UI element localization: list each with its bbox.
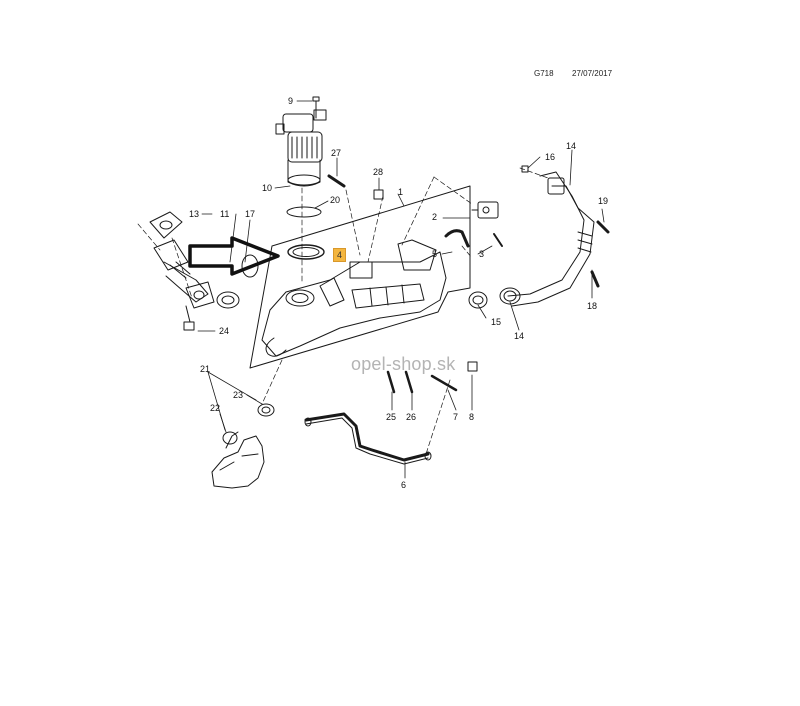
bolt-24 (183, 305, 195, 331)
callout-6: 6 (401, 480, 407, 490)
callout-25: 25 (386, 412, 397, 422)
hose-21 (211, 431, 265, 489)
callout-23: 23 (233, 390, 244, 400)
callout-5: 5 (432, 249, 438, 259)
callout-16: 16 (545, 152, 556, 162)
callout-1: 1 (398, 187, 404, 197)
callout-28: 28 (373, 167, 384, 177)
sensor-2 (471, 201, 499, 219)
ring-4 (287, 244, 325, 260)
diagram-code: G718 (534, 69, 554, 78)
callout-27: 27 (331, 148, 342, 158)
gasket-20 (286, 206, 322, 218)
tube-6 (304, 412, 430, 462)
callout-13: 13 (189, 209, 200, 219)
callout-20: 20 (330, 195, 341, 205)
pipe-14 (499, 171, 595, 307)
callout-2: 2 (432, 212, 438, 222)
callout-15: 15 (491, 317, 502, 327)
egr-valve (275, 109, 327, 187)
pipe-13 (149, 211, 215, 309)
callout-7: 7 (453, 412, 459, 422)
callout-21: 21 (200, 364, 211, 374)
callout-14-lower: 14 (514, 331, 525, 341)
callout-19: 19 (598, 196, 609, 206)
callout-9: 9 (288, 96, 294, 106)
callout-26: 26 (406, 412, 417, 422)
shop-watermark: opel-shop.sk (351, 354, 456, 374)
egr-cooler (261, 239, 447, 357)
callout-8: 8 (469, 412, 475, 422)
callout-18: 18 (587, 301, 598, 311)
pointer-arrow (188, 236, 280, 276)
diagram-date: 27/07/2017 (572, 69, 613, 78)
screw-9 (312, 96, 320, 119)
callout-3: 3 (479, 249, 485, 259)
callout-17: 17 (245, 209, 256, 219)
callout-11: 11 (220, 209, 230, 219)
callout-10: 10 (262, 183, 273, 193)
callout-22: 22 (210, 403, 221, 413)
hose-5 (444, 229, 470, 248)
callout-4-highlighted[interactable]: 4 (333, 248, 347, 262)
callout-24: 24 (219, 326, 230, 336)
assembly-boundary (249, 185, 471, 369)
callout-14-upper: 14 (566, 141, 577, 151)
